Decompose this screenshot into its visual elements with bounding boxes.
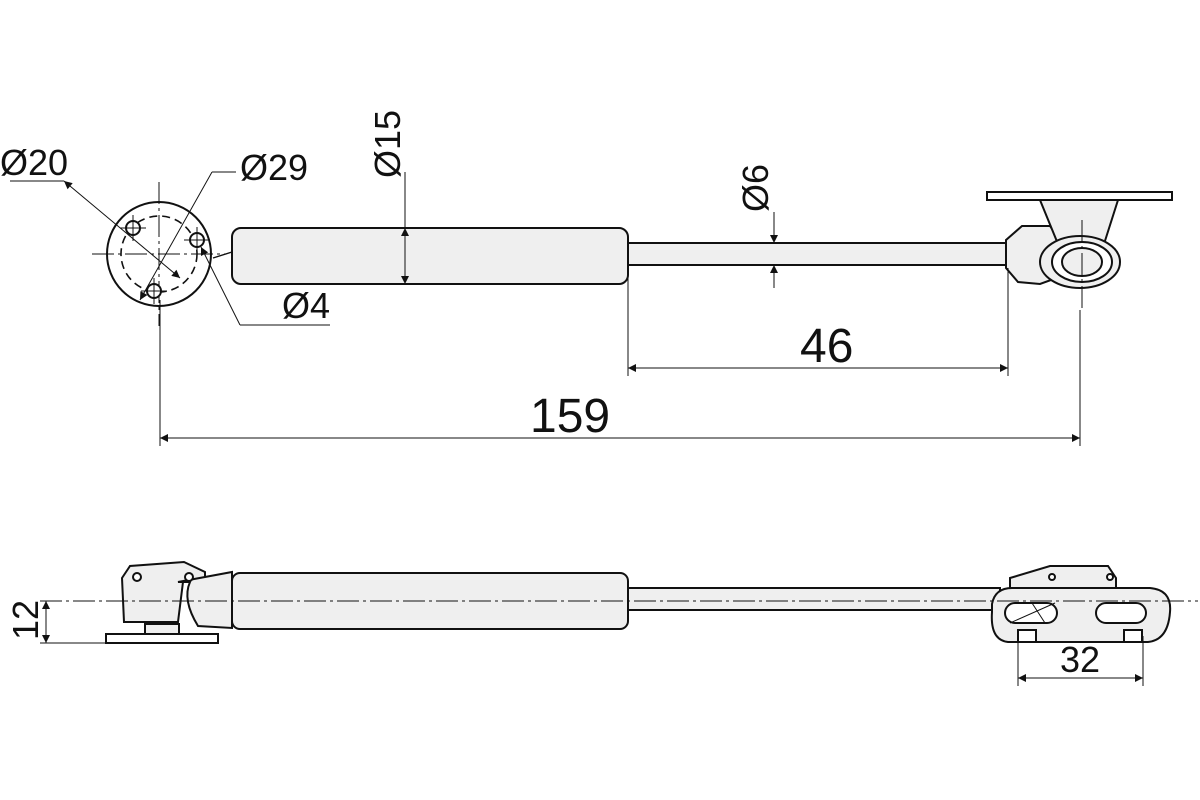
label-159: 159	[530, 390, 610, 443]
label-32: 32	[1060, 639, 1100, 680]
label-d6: Ø6	[735, 164, 776, 212]
piston-rod	[627, 242, 1009, 266]
label-d29: Ø29	[240, 147, 308, 188]
cylinder-body	[231, 227, 629, 285]
flange-dimension-leaders	[10, 171, 330, 326]
rod-end-hinge	[986, 191, 1173, 310]
side-piston-rod	[627, 587, 1001, 611]
left-base-bracket	[105, 560, 233, 644]
label-d4: Ø4	[282, 285, 330, 326]
label-46: 46	[800, 320, 853, 373]
side-view: 12 32	[5, 560, 1198, 686]
label-d20: Ø20	[0, 142, 68, 183]
label-d15: Ø15	[367, 110, 408, 178]
top-view: Ø20 Ø29 Ø4 Ø15 Ø6 46 159	[0, 110, 1173, 446]
left-flange-plate	[92, 182, 226, 326]
right-slotted-bracket	[990, 565, 1172, 643]
label-12: 12	[5, 600, 46, 640]
